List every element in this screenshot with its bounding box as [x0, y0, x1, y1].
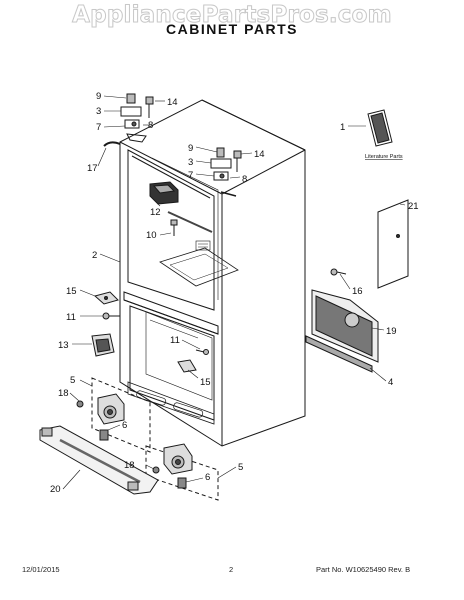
control-housing	[149, 181, 179, 205]
literature-parts-label: Literature Parts	[365, 154, 403, 160]
watermark: AppliancePartsPros.com	[72, 2, 392, 29]
callout-11-center: 11	[170, 335, 180, 346]
screw-10	[170, 219, 178, 236]
callout-13: 13	[58, 340, 69, 351]
callout-18-left: 18	[58, 388, 69, 399]
leader-lines	[62, 95, 406, 490]
callout-9-center: 9	[188, 143, 193, 154]
callout-14-upper: 14	[167, 97, 178, 108]
callout-10: 10	[146, 230, 157, 241]
module-13	[91, 333, 115, 357]
callout-3-center: 3	[188, 157, 193, 168]
callouts: 9 14 3 7 8 17 1 Literature Parts 9 14 3 …	[50, 91, 419, 495]
callout-8-upper: 8	[148, 120, 153, 131]
screw-16	[330, 268, 347, 276]
rear-panel-21	[377, 199, 409, 289]
footer-page-number: 2	[229, 565, 234, 574]
base-grille	[39, 425, 159, 495]
callout-9-upper: 9	[96, 91, 101, 102]
callout-20: 20	[50, 484, 61, 495]
bracket-15-upper	[93, 291, 119, 305]
callout-18-right: 18	[124, 460, 135, 471]
callout-15-upper: 15	[66, 286, 77, 297]
machine-compartment-cover	[305, 289, 379, 373]
roller-left	[76, 377, 151, 453]
callout-1: 1	[340, 122, 345, 133]
callout-7-center: 7	[188, 170, 193, 181]
callout-12: 12	[150, 207, 161, 218]
callout-14-center: 14	[254, 149, 265, 160]
callout-21: 21	[408, 201, 419, 212]
callout-19: 19	[386, 326, 397, 337]
callout-11-left: 11	[66, 312, 76, 323]
callout-6-right: 6	[205, 472, 210, 483]
footer-date: 12/01/2015	[22, 565, 60, 574]
callout-7-upper: 7	[96, 122, 101, 133]
footer-part-number: Part No. W10625490 Rev. B	[316, 565, 411, 574]
callout-8-center: 8	[242, 174, 247, 185]
callout-3-upper: 3	[96, 106, 101, 117]
callout-5-left: 5	[70, 375, 75, 386]
callout-6-left: 6	[122, 420, 127, 431]
callout-2: 2	[92, 250, 97, 261]
page-title: CABINET PARTS	[165, 21, 299, 37]
screw-11-center	[195, 349, 209, 355]
cabinet-body	[119, 99, 306, 447]
callout-5-right: 5	[238, 462, 243, 473]
callout-17: 17	[87, 163, 98, 174]
callout-15-lower: 15	[200, 377, 211, 388]
roller-right	[145, 443, 219, 501]
callout-16: 16	[352, 286, 363, 297]
upper-left-hinge	[103, 93, 154, 147]
bracket-15-lower	[177, 359, 197, 373]
literature-booklet	[367, 109, 393, 147]
callout-4: 4	[388, 377, 393, 388]
screw-11-left	[102, 312, 120, 320]
